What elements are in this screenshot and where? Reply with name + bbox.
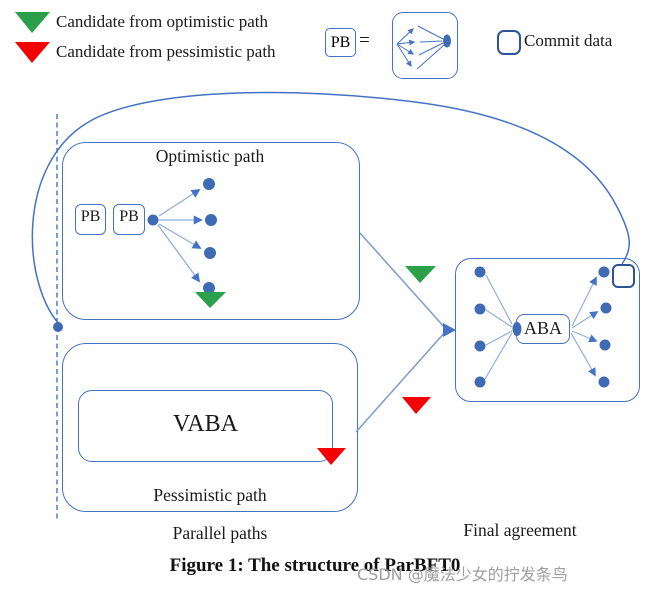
legend-pb-box: PB: [325, 28, 356, 57]
parallel-paths-label: Parallel paths: [172, 523, 268, 543]
pb-definition-box: [392, 12, 458, 79]
optimistic-path-box: [62, 142, 360, 320]
final-commit-data-icon: [612, 264, 635, 288]
optimistic-path-title: Optimistic path: [155, 146, 265, 166]
legend-optimistic-label: Candidate from optimistic path: [56, 12, 268, 31]
pb-box-1-label: PB: [80, 208, 101, 225]
commit-data-icon: [497, 30, 521, 55]
legend-pessimistic-label: Candidate from pessimistic path: [56, 42, 276, 61]
path-connectors: [355, 232, 456, 433]
pessimistic-candidate-icon: [15, 42, 50, 63]
pessimistic-path-title: Pessimistic path: [153, 485, 267, 505]
vaba-label: VABA: [173, 411, 238, 437]
pessimistic-connector-triangle: [402, 397, 431, 414]
legend-pessimistic-row: Candidate from pessimistic path: [15, 41, 276, 65]
optimistic-candidate-icon: [15, 12, 50, 33]
pb-box-2-label: PB: [119, 208, 139, 225]
csdn-watermark: CSDN @魔法少女的拧发条鸟: [357, 565, 568, 584]
aba-label: ABA: [523, 318, 562, 338]
legend-optimistic-row: Candidate from optimistic path: [15, 11, 268, 35]
legend-pb-label: PB: [330, 33, 351, 51]
final-agreement-label: Final agreement: [463, 520, 577, 540]
legend-commit-label: Commit data: [524, 31, 613, 50]
vaba-box: [78, 390, 333, 462]
start-node: [53, 322, 63, 332]
equals-sign: =: [359, 30, 370, 51]
figure-caption: Figure 1: The structure of ParBFT0: [169, 555, 461, 576]
optimistic-connector-triangle: [405, 266, 436, 283]
